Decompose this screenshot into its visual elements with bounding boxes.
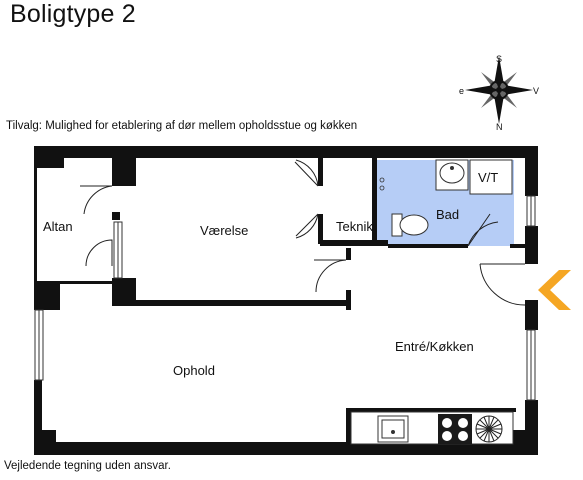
toilet-icon [391,213,429,237]
doors [80,159,526,306]
compass-west-label: V [533,86,539,96]
stove-icon [438,414,472,444]
room-label-vaerelse: Værelse [200,223,248,238]
room-label-altan: Altan [43,219,73,234]
room-label-vt: V/T [478,170,498,185]
kitchen-sink-icon [377,415,409,443]
compass-east-label: e [459,86,464,96]
plan-title: Boligtype 2 [10,0,136,28]
washer-dryer-box [469,159,513,195]
entry-arrow-icon [538,270,571,310]
compass-south-label: S [496,54,502,64]
bathroom-area-lower [388,238,514,246]
sink-icon [435,159,469,191]
disclaimer-note: Vejledende tegning uden ansvar. [4,460,171,472]
room-label-ophold: Ophold [173,363,215,378]
room-label-teknik: Teknik [336,219,373,234]
compass-rose-icon [465,56,533,124]
walls [34,146,538,455]
teknik-fixtures [379,177,385,191]
room-label-bad: Bad [436,207,459,222]
room-label-entre-kokken: Entré/Køkken [395,339,474,354]
compass-north-label: N [496,122,503,132]
fan-icon [475,415,503,443]
option-note: Tilvalg: Mulighed for etablering af dør … [6,120,358,132]
windows [34,195,536,401]
